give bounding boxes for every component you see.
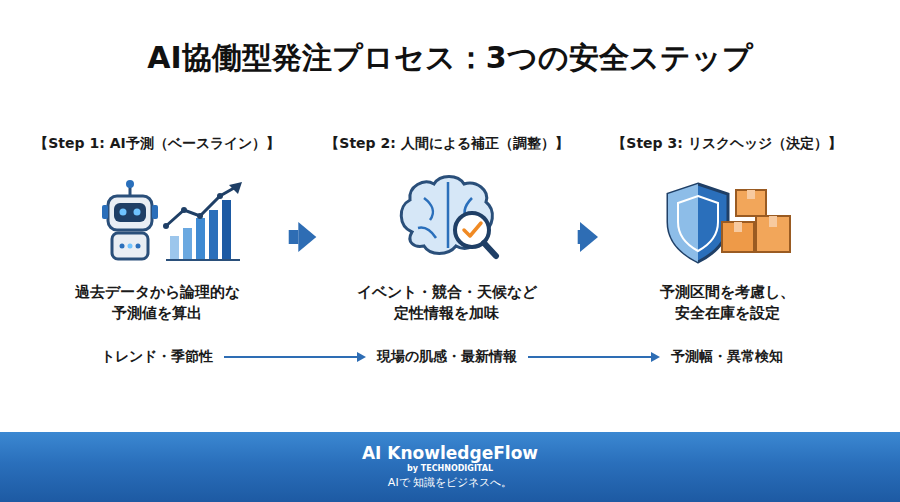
step-column: 【Step 3: リスクヘッジ（決定）】予測区間を考慮し、 安全在庫を設定: [602, 135, 852, 325]
brand-byline: by TECHNODIGITAL: [407, 463, 493, 474]
keyword-text: トレンド・季節性: [100, 348, 214, 366]
brain-icon: [401, 177, 496, 257]
flow-arrow: [289, 222, 317, 252]
step-heading: 【Step 3: リスクヘッジ（決定）】: [612, 135, 841, 153]
shield-icon: [668, 184, 728, 262]
keyword-text: 予測幅・異常検知: [670, 348, 784, 366]
keyword-note: 予測幅・異常検知: [666, 346, 788, 368]
diagram-title: AI協働型発注プロセス：3つの安全ステップ: [0, 38, 900, 79]
keyword-note: 現場の肌感・最新情報: [372, 346, 522, 368]
brand-name: AI KnowledgeFlow: [362, 443, 538, 463]
step-column: 【Step 2: 人間による補正（調整）】イベント・競合・天候など 定性情報を加…: [320, 135, 573, 325]
step-description: 過去データから論理的な 予測値を算出: [52, 282, 262, 326]
step-column: 【Step 1: AI予測（ベースライン）】過去データから論理的な 予測値を算出: [29, 135, 284, 325]
step-description: イベント・競合・天候など 定性情報を加味: [342, 282, 552, 326]
keyword-text: 現場の肌感・最新情報: [376, 348, 518, 366]
growth-chart-icon: [163, 182, 242, 260]
keyword-note: トレンド・季節性: [96, 346, 218, 368]
inventory-boxes-icon: [722, 190, 790, 252]
flow-arrow-thin: [528, 352, 660, 362]
flow-arrow-thin: [224, 352, 366, 362]
robot-icon: [102, 180, 158, 259]
step-heading: 【Step 2: 人間による補正（調整）】: [325, 135, 568, 153]
brand-tagline: AIで 知識をビジネスへ。: [388, 475, 512, 492]
footer-band: AI KnowledgeFlowby TECHNODIGITALAIで 知識をビ…: [0, 432, 900, 502]
step-heading: 【Step 1: AI予測（ベースライン）】: [34, 135, 279, 153]
step-description: 予測区間を考慮し、 安全在庫を設定: [622, 282, 832, 326]
flow-arrow: [578, 222, 598, 252]
